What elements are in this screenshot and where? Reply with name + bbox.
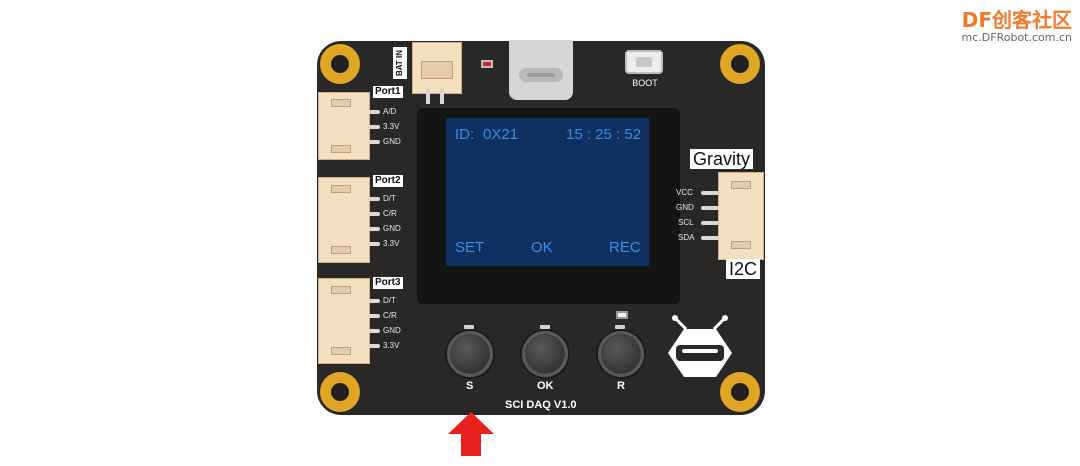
mount-hole-top-right — [720, 44, 760, 84]
status-led — [616, 311, 628, 319]
bat-in-pin-2 — [440, 88, 444, 104]
port1-slot-top — [331, 99, 351, 107]
screen-time: 15 : 25 : 52 — [566, 126, 642, 143]
gravity-pin — [701, 221, 719, 225]
board-model-label: SCI DAQ V1.0 — [505, 399, 577, 411]
dfrobot-logo-icon — [668, 315, 732, 377]
gravity-pin — [701, 236, 719, 240]
up-arrow-icon — [448, 412, 494, 456]
mount-hole-top-left — [320, 44, 360, 84]
screen-id-label: ID: — [455, 126, 475, 143]
port3-pin-label: D/T — [383, 296, 396, 305]
port2-pin-label: GND — [383, 224, 401, 233]
gravity-label: Gravity — [690, 149, 754, 169]
screen-menu-rec: REC — [609, 239, 641, 256]
bat-in-slot — [421, 61, 453, 79]
port3-connector[interactable] — [318, 278, 370, 364]
bat-in-pin-1 — [426, 88, 430, 104]
port2-pin — [368, 212, 380, 216]
gravity-pin — [701, 206, 719, 210]
button-ok-tab — [540, 325, 550, 329]
mount-hole-bottom-right — [720, 372, 760, 412]
port3-pin-label: C/R — [383, 311, 397, 320]
port3-label: Port3 — [373, 277, 403, 289]
usb-c-tongue — [527, 73, 555, 77]
watermark-cn: 创客社区 — [992, 8, 1072, 32]
port3-slot-top — [331, 286, 351, 294]
port2-pin — [368, 197, 380, 201]
gravity-pin — [701, 191, 719, 195]
port2-pin-label: D/T — [383, 194, 396, 203]
button-s[interactable] — [447, 331, 493, 377]
gravity-i2c-connector[interactable] — [718, 172, 764, 260]
port2-slot-top — [331, 185, 351, 193]
port2-connector[interactable] — [318, 177, 370, 263]
port3-pin — [368, 314, 380, 318]
port2-pin — [368, 242, 380, 246]
port1-label: Port1 — [373, 86, 403, 98]
button-r-label: R — [617, 380, 625, 392]
button-s-tab — [464, 325, 474, 329]
i2c-label: I2C — [726, 259, 761, 279]
button-r[interactable] — [598, 331, 644, 377]
boot-label: BOOT — [632, 78, 658, 88]
gravity-pin-label: VCC — [676, 188, 693, 197]
gravity-slot-bottom — [731, 241, 751, 249]
port3-pin — [368, 344, 380, 348]
watermark-url: mc.DFRobot.com.cn — [961, 31, 1072, 44]
watermark-df: DF — [961, 8, 992, 32]
port2-pin-label: 3.3V — [383, 239, 400, 248]
port1-pin-label: GND — [383, 137, 401, 146]
power-led — [481, 60, 493, 68]
boot-button[interactable] — [625, 50, 663, 74]
port1-connector[interactable] — [318, 92, 370, 160]
usb-c-port[interactable] — [509, 40, 573, 100]
port1-pin — [368, 125, 380, 129]
mount-hole-bottom-left — [320, 372, 360, 412]
port1-pin-label: A/D — [383, 107, 397, 116]
port3-pin — [368, 329, 380, 333]
screen-menu-set: SET — [455, 239, 485, 256]
port3-pin — [368, 299, 380, 303]
button-s-label: S — [466, 380, 474, 392]
screen-id-value: 0X21 — [483, 126, 519, 143]
watermark-brand: DF创客社区 — [962, 4, 1072, 33]
port3-pin-label: GND — [383, 326, 401, 335]
gravity-pin-label: SCL — [678, 218, 694, 227]
port2-pin — [368, 227, 380, 231]
gravity-slot-top — [731, 181, 751, 189]
port1-slot-bottom — [331, 145, 351, 153]
port1-pin — [368, 110, 380, 114]
port1-pin — [368, 140, 380, 144]
port3-pin-label: 3.3V — [383, 341, 400, 350]
port2-pin-label: C/R — [383, 209, 397, 218]
gravity-pin-label: SDA — [678, 233, 695, 242]
port2-label: Port2 — [373, 175, 403, 187]
button-ok[interactable] — [522, 331, 568, 377]
bat-in-label-bg: BAT IN — [393, 47, 407, 79]
lcd-screen — [446, 118, 649, 266]
button-ok-label: OK — [537, 380, 554, 392]
gravity-pin-label: GND — [676, 203, 694, 212]
screen-menu-ok: OK — [531, 239, 553, 256]
port2-slot-bottom — [331, 246, 351, 254]
bat-in-label: BAT IN — [395, 49, 404, 77]
port3-slot-bottom — [331, 347, 351, 355]
port1-pin-label: 3.3V — [383, 122, 400, 131]
bat-in-connector — [412, 42, 462, 94]
button-r-tab — [615, 325, 625, 329]
